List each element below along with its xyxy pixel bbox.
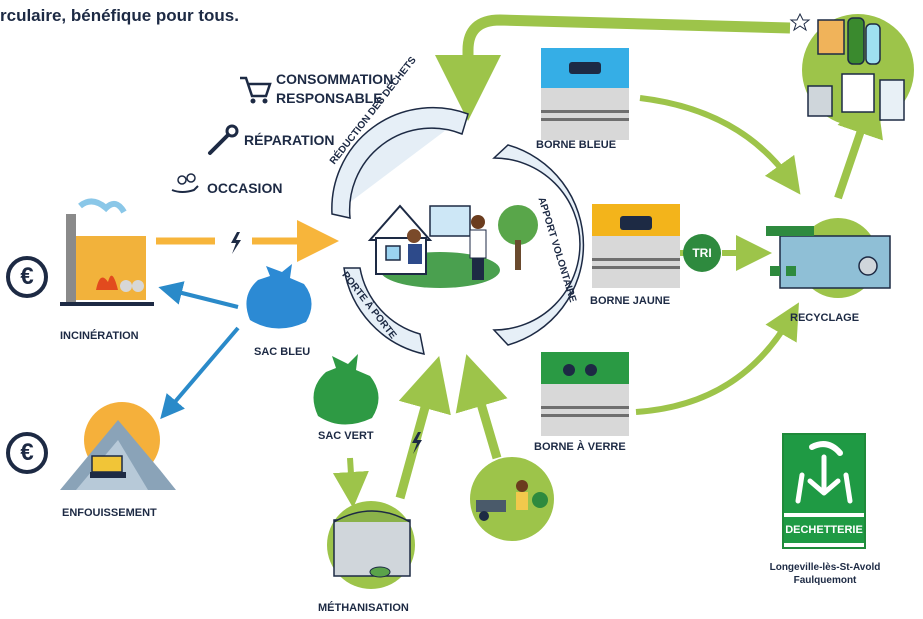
wrench-icon xyxy=(208,124,239,155)
page-title: rculaire, bénéfique pour tous. xyxy=(0,6,239,25)
label-borne-jaune: BORNE JAUNE xyxy=(590,295,671,307)
sac-vert-illustration xyxy=(313,354,379,425)
dechetterie-sign: DECHETTERIE xyxy=(782,433,866,549)
label-recyclage: RECYCLAGE xyxy=(790,312,860,324)
label-sac-bleu: SAC BLEU xyxy=(254,346,311,358)
borne-bleue-top xyxy=(541,48,629,88)
dechetterie-icon xyxy=(784,435,864,513)
dechetterie-label: DECHETTERIE xyxy=(784,517,864,543)
label-incineration: INCINÉRATION xyxy=(60,330,139,342)
lightning-icon xyxy=(231,232,241,254)
borne-verre-body xyxy=(541,384,629,436)
house-illustration xyxy=(367,204,538,288)
cart-icon xyxy=(240,76,272,104)
arrow-sac-bleu-incineration xyxy=(158,281,239,309)
label-enfouissement: ENFOUISSEMENT xyxy=(62,507,157,519)
label-borne-verre: BORNE À VERRE xyxy=(534,441,626,453)
dechetterie-caption: Longeville-lès-St-Avold Faulquemont xyxy=(752,561,898,587)
side-item-occasion: OCCASION xyxy=(207,180,283,196)
borne-bleue-body xyxy=(541,88,629,140)
arrow-sac-bleu-enfouissement xyxy=(160,326,240,420)
sac-bleu-illustration xyxy=(246,264,312,329)
arrow-borne-bleue-recyclage xyxy=(639,95,801,195)
return-loop-arrow xyxy=(435,14,791,121)
side-item-reparation: RÉPARATION xyxy=(244,132,335,148)
center-ring xyxy=(331,106,585,355)
incineration-illustration xyxy=(60,198,154,306)
products-illustration xyxy=(789,12,914,126)
garden-illustration xyxy=(470,457,554,541)
arrow-sac-vert-methanisation xyxy=(332,457,369,508)
enfouissement-illustration xyxy=(60,402,176,490)
label-methanisation: MÉTHANISATION xyxy=(318,602,409,614)
euro-icon: € xyxy=(6,432,48,474)
label-borne-bleue: BORNE BLEUE xyxy=(536,139,617,151)
euro-icon: € xyxy=(6,256,48,298)
arrow-borne-verre-recyclage xyxy=(635,302,799,415)
recyclage-illustration xyxy=(766,218,891,298)
caption-line1: Longeville-lès-St-Avold xyxy=(769,562,881,573)
borne-jaune-body xyxy=(592,236,680,288)
methanisation-illustration xyxy=(327,501,415,589)
lightning-icon xyxy=(412,432,422,454)
arrow-garden-center xyxy=(455,354,508,460)
caption-line2: Faulquemont xyxy=(793,575,857,586)
hand-coins-icon xyxy=(171,173,199,193)
side-item-consommation: CONSOMMATION RESPONSABLE xyxy=(276,71,394,106)
tri-badge: TRI xyxy=(683,234,721,272)
label-sac-vert: SAC VERT xyxy=(318,430,374,442)
